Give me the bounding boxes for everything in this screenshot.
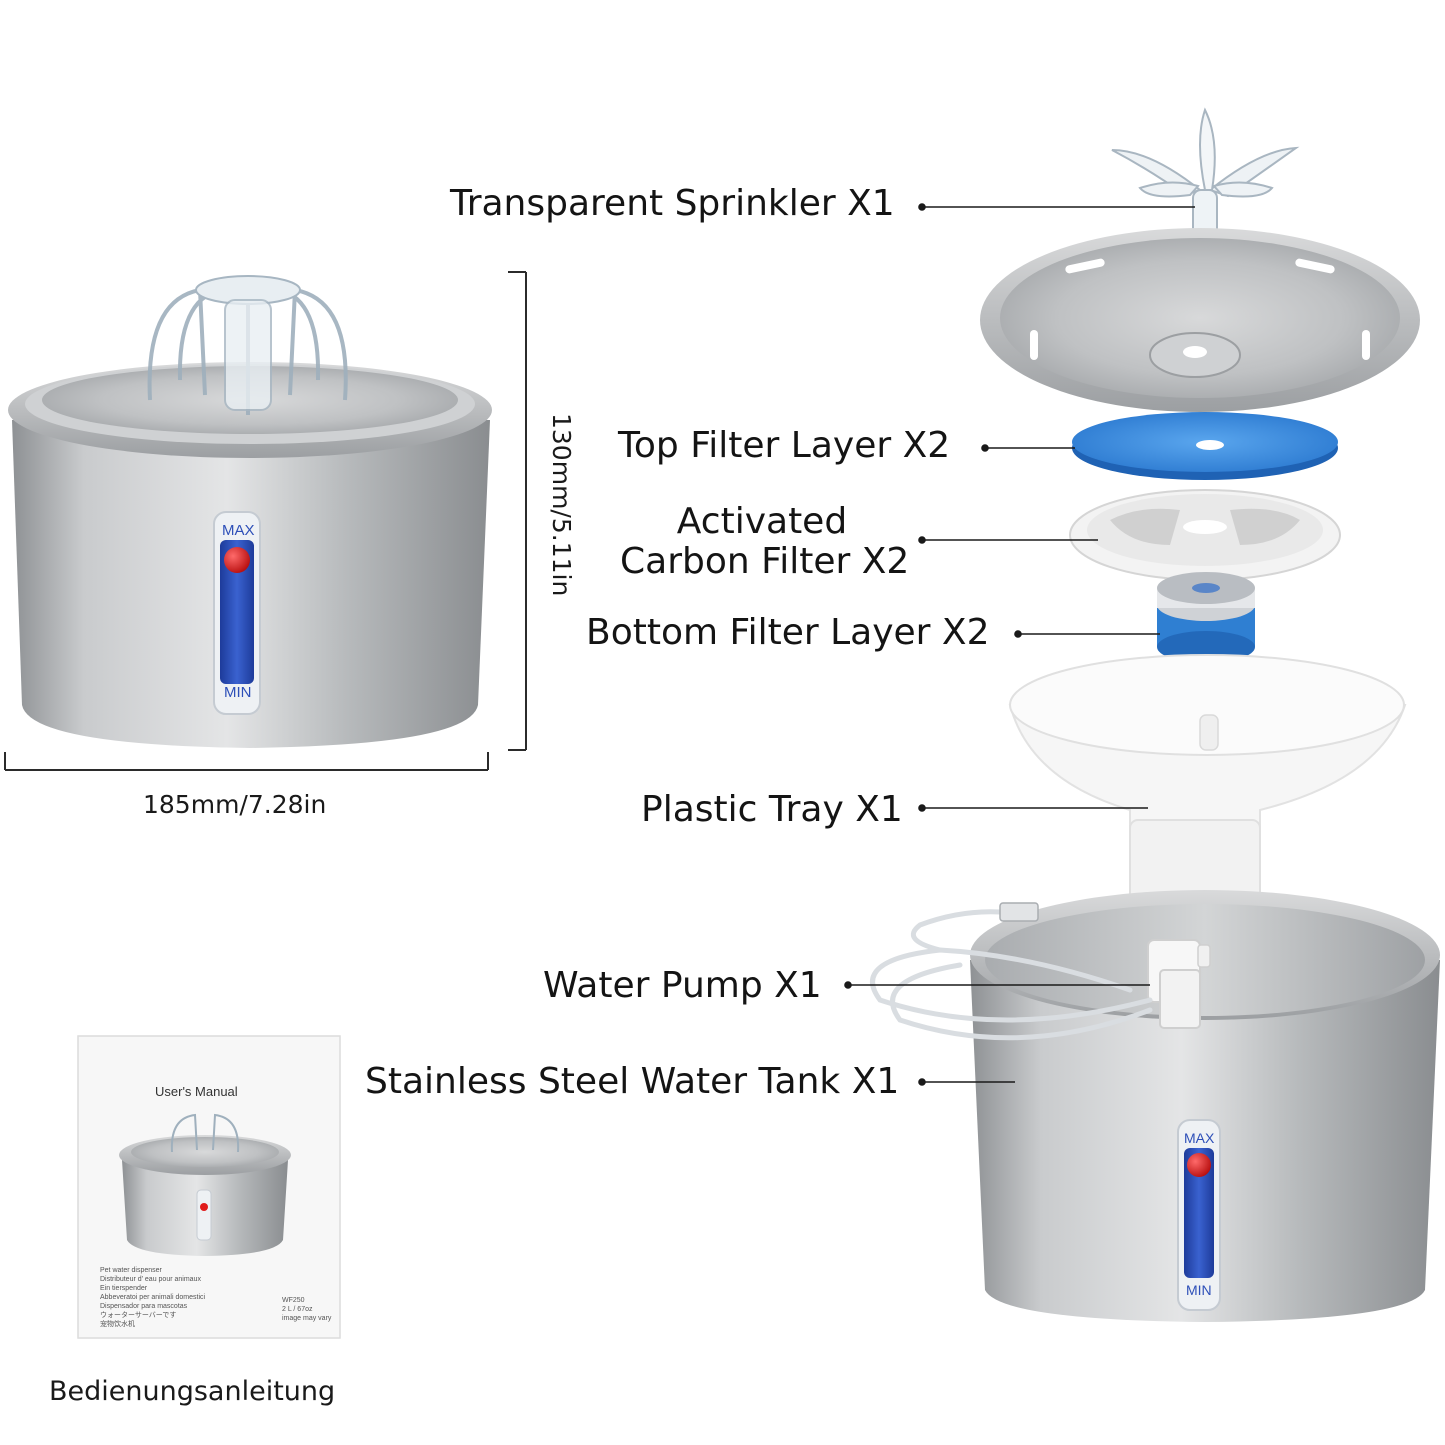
manual-capacity: 2 L / 67oz [282, 1306, 313, 1313]
manual-line: Abbeveratoi per animali domestici [100, 1294, 206, 1301]
part-label-carbon-filter-line2: Carbon Filter X2 [620, 541, 910, 582]
manual-text-block: Pet water dispenser Distributeur d' eau … [100, 1266, 205, 1329]
manual-line: Ein tierspender [100, 1285, 148, 1292]
manual-title: User's Manual [155, 1084, 238, 1099]
part-label-plastic-tray: Plastic Tray X1 [641, 789, 903, 830]
manual-note: image may vary [282, 1315, 332, 1322]
tank-gauge-max-label: MAX [1184, 1130, 1215, 1146]
leader-lines [844, 203, 1195, 1086]
manual-line: ウォーターサーバーです [100, 1312, 177, 1319]
assembled-fountain [8, 275, 492, 748]
height-dimension-label: 130mm/5.11in [547, 413, 576, 597]
plastic-tray [1008, 654, 1407, 908]
usb-cable [870, 909, 1153, 1041]
part-label-carbon-filter-line1: Activated [676, 501, 848, 542]
manual-line: Distributeur d' eau pour animaux [100, 1276, 201, 1283]
manual-caption: Bedienungsanleitung [49, 1376, 336, 1407]
manual-model: WF250 [282, 1297, 305, 1304]
part-label-water-pump: Water Pump X1 [543, 965, 822, 1006]
manual-line: Pet water dispenser [100, 1267, 162, 1274]
usb-plug-icon [999, 902, 1039, 922]
lid-plate [980, 228, 1420, 412]
dimension-lines [4, 271, 527, 771]
manual-line: 宠物饮水机 [100, 1321, 135, 1328]
manual-booklet [77, 1035, 341, 1339]
top-filter [1072, 412, 1338, 480]
gauge-max-label: MAX [222, 522, 255, 539]
width-dimension-label: 185mm/7.28in [143, 790, 327, 819]
bottom-filter [1157, 572, 1255, 663]
part-label-top-filter: Top Filter Layer X2 [618, 425, 951, 466]
manual-spec-block: WF250 2 L / 67oz image may vary [282, 1296, 331, 1323]
part-label-water-tank: Stainless Steel Water Tank X1 [365, 1061, 900, 1102]
manual-line: Dispensador para mascotas [100, 1303, 188, 1310]
part-label-bottom-filter: Bottom Filter Layer X2 [586, 612, 990, 653]
part-label-sprinkler: Transparent Sprinkler X1 [450, 183, 895, 224]
tank-gauge-min-label: MIN [1186, 1282, 1212, 1298]
water-tank [970, 890, 1440, 1322]
gauge-min-label: MIN [224, 684, 252, 701]
carbon-filter [1069, 489, 1341, 581]
